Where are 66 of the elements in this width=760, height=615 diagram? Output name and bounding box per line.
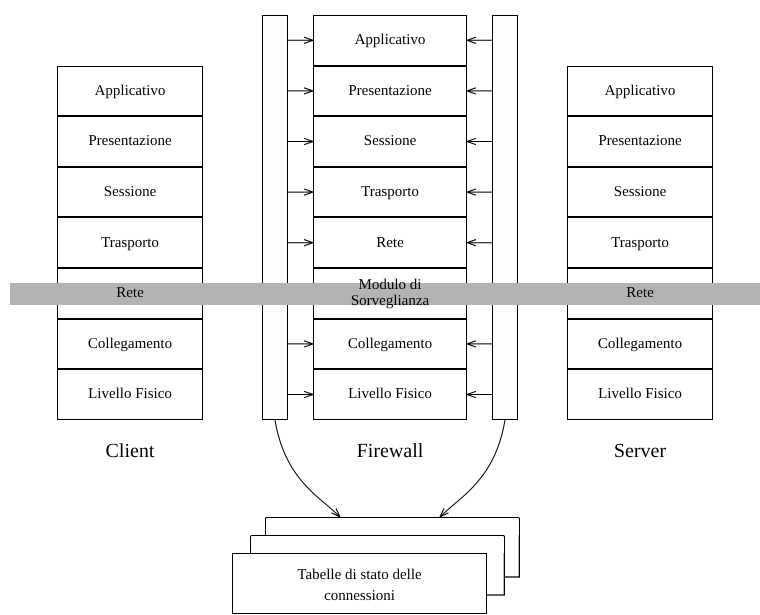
arrow xyxy=(466,138,492,146)
layer-name: Livello Fisico xyxy=(88,386,172,402)
layer-name: Modulo di Sorveglianza xyxy=(350,277,430,310)
layer-box xyxy=(57,318,203,370)
layer-box xyxy=(567,116,713,167)
arrow xyxy=(288,340,314,348)
layer-name: Tabelle di stato delle connessioni xyxy=(296,566,423,606)
arrow xyxy=(288,87,314,95)
layer-box xyxy=(313,369,467,420)
layer-box xyxy=(313,15,467,66)
layer-name: Presentazione xyxy=(88,133,172,150)
layer-name: Presentazione xyxy=(598,133,682,150)
layer-name: Sessione xyxy=(364,133,416,150)
arrow xyxy=(288,188,314,196)
layer-box xyxy=(567,66,713,116)
layer-name: Livello Fisico xyxy=(598,386,682,402)
layer-name: Applicativo xyxy=(604,82,676,99)
vertical-bar xyxy=(492,15,518,420)
layer-name: Rete xyxy=(376,234,404,251)
arrow xyxy=(288,390,314,398)
layer-box xyxy=(567,217,713,268)
layer-name: Livello Fisico xyxy=(348,386,432,402)
layer-name: Trasporto xyxy=(101,234,159,251)
arrow xyxy=(466,36,492,44)
vertical-bar xyxy=(262,15,288,420)
layer-box xyxy=(313,217,467,268)
arrow xyxy=(466,87,492,95)
stacked-table-box xyxy=(265,517,520,535)
layer-name: Applicativo xyxy=(94,82,166,99)
layer-box xyxy=(57,66,203,116)
layer-box xyxy=(313,66,467,116)
layer-box xyxy=(567,369,713,420)
layer-box xyxy=(313,166,467,218)
arrow xyxy=(288,239,314,246)
layer-name: Rete xyxy=(116,285,144,302)
layer-name: Collegamento xyxy=(348,336,432,352)
layer-box xyxy=(567,318,713,370)
layer-box xyxy=(57,369,203,420)
stack-label: Client xyxy=(106,440,154,463)
arrow xyxy=(288,138,314,146)
stack-label: Server xyxy=(614,440,666,463)
layer-box xyxy=(313,318,467,370)
layer-name: Collegamento xyxy=(88,336,172,352)
layer-name: Trasporto xyxy=(611,234,669,251)
layer-box xyxy=(57,217,203,268)
arrow xyxy=(466,390,492,398)
arrow xyxy=(466,340,492,348)
arrow xyxy=(439,420,506,518)
arrow xyxy=(274,420,341,518)
layer-name: Rete xyxy=(626,285,654,302)
layer-name: Trasporto xyxy=(361,184,419,200)
layer-name: Applicativo xyxy=(354,32,426,48)
table-box xyxy=(232,553,487,614)
layer-name: Sessione xyxy=(104,184,156,200)
stack-label: Firewall xyxy=(356,440,424,463)
layer-name: Presentazione xyxy=(348,82,432,99)
arrow xyxy=(466,239,492,246)
arrow xyxy=(288,36,314,44)
layer-box xyxy=(313,116,467,167)
layer-box xyxy=(57,166,203,218)
arrow xyxy=(466,188,492,196)
layer-name: Collegamento xyxy=(598,336,682,352)
layer-name: Sessione xyxy=(614,184,666,200)
stacked-table-box xyxy=(250,535,505,553)
layer-box xyxy=(57,116,203,167)
layer-box xyxy=(567,166,713,218)
